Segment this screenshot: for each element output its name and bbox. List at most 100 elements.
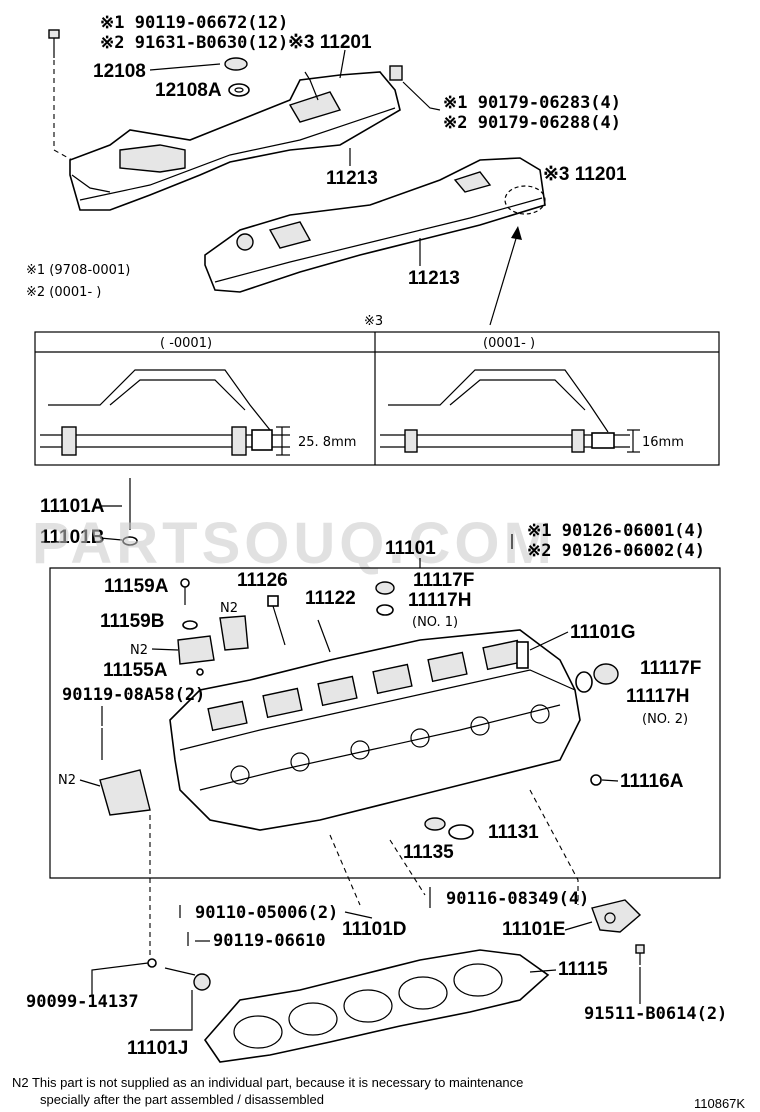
pin-11101g-icon xyxy=(516,641,529,669)
label-date1: ※1 (9708-0001) xyxy=(26,263,130,278)
bolt-90119-icon xyxy=(48,29,60,58)
footnote-line2: specially after the part assembled / dis… xyxy=(40,1092,324,1107)
leader-11101g xyxy=(529,631,569,651)
leader-11101j xyxy=(150,990,193,1031)
head-gasket-icon xyxy=(203,949,550,1063)
detail-box xyxy=(34,331,720,466)
cylinder-head-frame xyxy=(49,567,721,879)
label-90099-14137: 90099-14137 xyxy=(26,992,139,1012)
detail-left-profile xyxy=(40,369,290,456)
pin-11101d-icon xyxy=(344,911,373,919)
stud-11101a-icon xyxy=(122,478,138,546)
label-11117h-top: 11117H xyxy=(408,590,471,611)
label-11213-top: 11213 xyxy=(326,168,378,189)
label-11101e: 11101E xyxy=(502,919,565,940)
detail-right-profile xyxy=(380,369,640,453)
label-91511-b0614: 91511-B0614(2) xyxy=(584,1004,727,1024)
label-11159a: 11159A xyxy=(104,576,169,597)
leader-n2-b xyxy=(151,648,179,651)
label-11101g: 11101G xyxy=(570,622,636,643)
label-90179-06283: ※1 90179-06283(4) xyxy=(443,93,621,113)
label-11101: 11101 xyxy=(385,538,436,559)
leader-bolt xyxy=(53,60,73,161)
pin-11155a-icon xyxy=(196,668,204,676)
washer-11159b-icon xyxy=(182,620,198,630)
ball-90099-icon xyxy=(147,958,157,968)
detail-arrow xyxy=(489,231,519,326)
seal-11131-icon xyxy=(424,817,474,840)
label-90116-08349: 90116-08349(4) xyxy=(446,889,589,909)
footnote-line1: N2 This part is not supplied as an indiv… xyxy=(12,1075,523,1090)
label-90126-06002: ※2 90126-06002(4) xyxy=(527,541,705,561)
label-91631-b0630: ※2 91631-B0630(12) xyxy=(100,33,288,53)
watermark: PARTSOUQ.COM xyxy=(32,511,556,576)
leader-11101e xyxy=(564,921,593,931)
head-cover-upper-icon xyxy=(69,71,401,211)
label-11116a: 11116A xyxy=(620,771,684,792)
label-90179-06288: ※2 90179-06288(4) xyxy=(443,113,621,133)
bolt-91511-icon xyxy=(635,944,645,965)
leader-11101e-dash xyxy=(529,789,579,905)
label-11122: 11122 xyxy=(305,588,356,609)
nut-90179-icon xyxy=(389,65,403,81)
label-11159b: 11159B xyxy=(100,611,164,632)
leader-n2-c xyxy=(79,779,101,787)
label-11117f-right: 11117F xyxy=(640,658,701,679)
figure-id: 110867K xyxy=(694,1096,745,1111)
cap-n2-bottom-icon xyxy=(99,769,151,816)
grommet-12108-icon xyxy=(224,57,250,97)
leader-90099 xyxy=(91,962,149,995)
arrow-head xyxy=(511,226,522,240)
leader-90116-dash xyxy=(389,839,426,896)
label-dim-right: 16mm xyxy=(642,435,684,450)
label-n2-a: N2 xyxy=(220,601,238,616)
label-90119-06610: 90119-06610 xyxy=(213,931,326,951)
leader-12108 xyxy=(149,63,221,71)
label-detail-left-range: ( -0001) xyxy=(160,336,212,351)
label-12108: 12108 xyxy=(93,61,146,82)
label-11126: 11126 xyxy=(237,570,288,591)
bracket-11101e-icon xyxy=(591,899,642,933)
label-11101b: 11101B xyxy=(40,527,104,548)
label-n2-c: N2 xyxy=(58,773,76,788)
label-detail-right-range: (0001- ) xyxy=(483,336,535,351)
guide-11122-icon xyxy=(317,619,331,653)
bracket-n2-icon xyxy=(219,615,249,651)
plug-11117f-top-icon xyxy=(375,581,395,616)
label-11101a: 11101A xyxy=(40,496,105,517)
label-12108a: 12108A xyxy=(155,80,222,101)
label-no1: (NO. 1) xyxy=(412,615,458,630)
cap-n2-icon xyxy=(177,635,215,665)
label-dim-left: 25. 8mm xyxy=(298,435,356,450)
label-11115: 11115 xyxy=(558,959,608,980)
label-90119-06672: ※1 90119-06672(12) xyxy=(100,13,288,33)
plug-11117f-right-icon xyxy=(575,663,619,693)
label-11201-right: ※3 11201 xyxy=(543,164,627,185)
label-11117f-top: 11117F xyxy=(413,570,474,591)
guide-11126-icon xyxy=(267,595,286,646)
leader-11201-top xyxy=(339,49,346,79)
label-11155a: 11155A xyxy=(103,660,168,681)
label-11101d: 11101D xyxy=(342,919,406,940)
label-no2: (NO. 2) xyxy=(642,712,688,727)
leader-11101b xyxy=(99,537,123,541)
label-11213-bottom: 11213 xyxy=(408,268,460,289)
leader-11115 xyxy=(529,969,557,973)
label-detail-mark: ※3 xyxy=(364,314,383,329)
cylinder-head-icon xyxy=(169,629,581,831)
label-n2-b: N2 xyxy=(130,643,148,658)
bolt-11159a-icon xyxy=(180,578,190,605)
plug-11116a-icon xyxy=(590,774,602,786)
label-90119-08a58: 90119-08A58(2) xyxy=(62,685,205,705)
label-11135: 11135 xyxy=(403,842,454,863)
label-90126-06001: ※1 90126-06001(4) xyxy=(527,521,705,541)
leader-90179 xyxy=(402,81,441,111)
fitting-11101j-icon xyxy=(164,967,211,991)
label-date2: ※2 (0001- ) xyxy=(26,285,101,300)
label-11101j: 11101J xyxy=(127,1038,188,1059)
head-cover-lower-icon xyxy=(204,157,546,293)
leader-11101d-dash xyxy=(329,834,361,906)
label-90110-05006: 90110-05006(2) xyxy=(195,903,338,923)
label-11117h-right: 11117H xyxy=(626,686,689,707)
